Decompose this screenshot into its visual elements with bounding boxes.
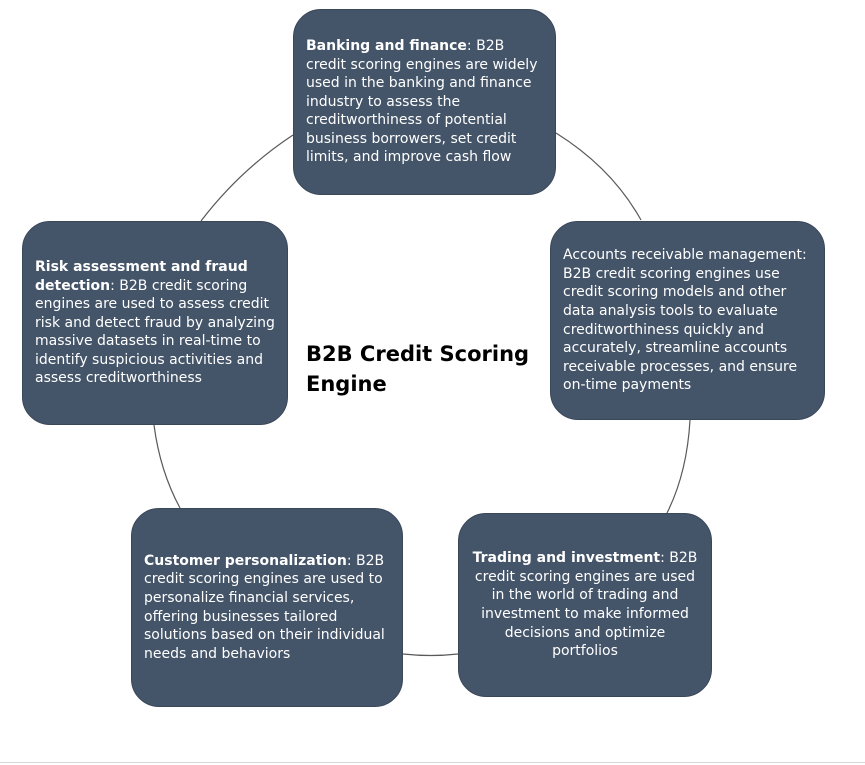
node-lead: Banking and finance [306,37,467,54]
node-body: Accounts receivable management: B2B cred… [563,247,807,394]
node-sep: : [660,550,670,567]
node-sep: : [346,552,356,569]
node-body: B2B credit scoring engines are used in t… [474,550,698,660]
node-trading-investment-text: Trading and investment: B2B credit scori… [471,549,699,661]
node-accounts-receivable: Accounts receivable management: B2B cred… [550,221,825,420]
node-banking-finance-text: Banking and finance: B2B credit scoring … [306,37,543,167]
node-sep: : [466,37,477,54]
node-body: B2B credit scoring engines are used to a… [35,277,275,387]
bottom-divider [0,762,865,763]
ring-arc-bottom [402,653,459,657]
ring-arc-top-left [200,134,294,222]
node-customer-personalization: Customer personalization: B2B credit sco… [131,508,403,707]
node-body: B2B credit scoring engines are widely us… [306,37,538,166]
node-lead: Customer personalization [144,552,347,569]
node-lead: Risk assessment and fraud detection [35,258,248,294]
node-accounts-receivable-text: Accounts receivable management: B2B cred… [563,246,812,395]
node-risk-fraud-text: Risk assessment and fraud detection: B2B… [35,258,275,388]
ring-arc-top-right [555,132,642,221]
node-banking-finance: Banking and finance: B2B credit scoring … [293,9,556,195]
node-sep: : [110,277,120,294]
node-body: B2B credit scoring engines are used to p… [144,552,385,662]
node-risk-fraud: Risk assessment and fraud detection: B2B… [22,221,288,425]
node-trading-investment: Trading and investment: B2B credit scori… [458,513,712,697]
ring-arc-right [666,419,691,514]
ring-arc-left-bottom [153,424,181,509]
node-customer-personalization-text: Customer personalization: B2B credit sco… [144,552,390,664]
center-title: B2B Credit Scoring Engine [306,342,530,396]
node-lead: Trading and investment [472,550,661,567]
